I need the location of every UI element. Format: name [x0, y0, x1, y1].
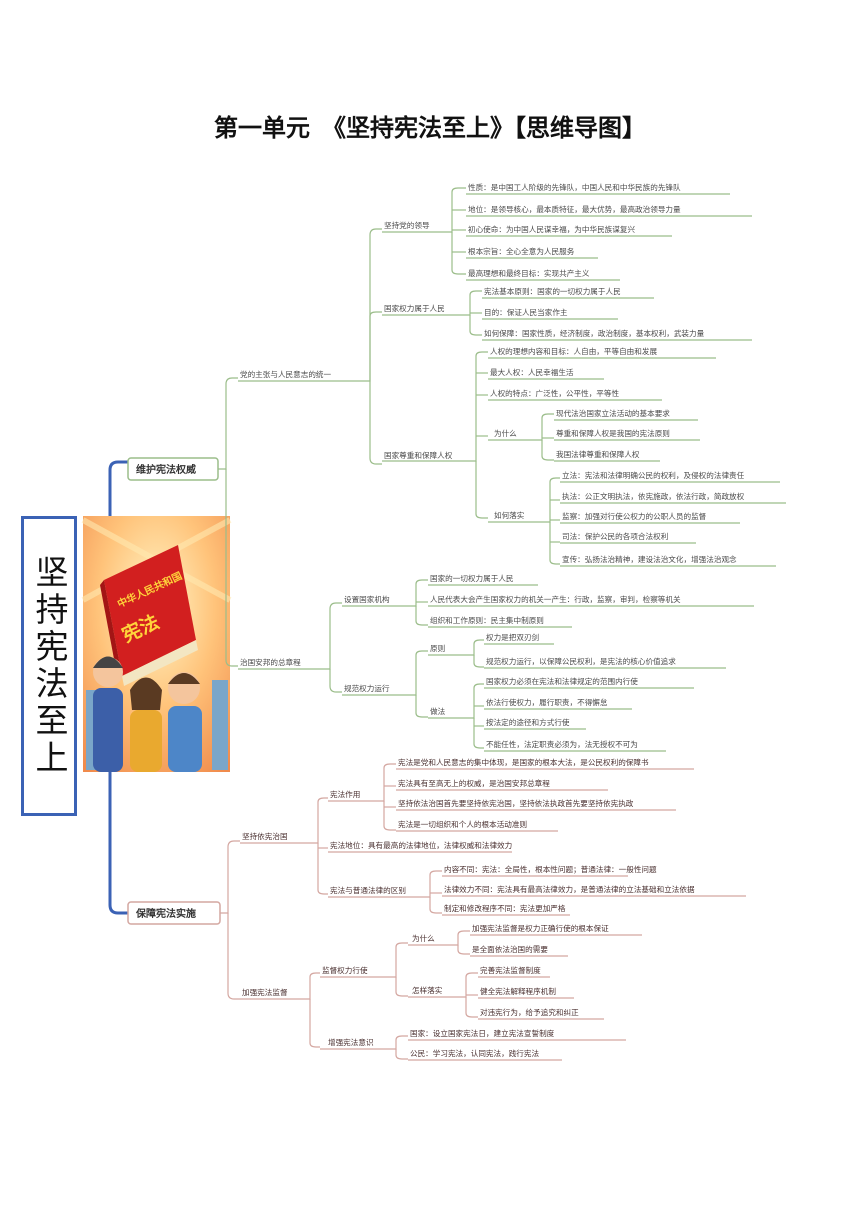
- leaf-text: 最大人权：人民幸福生活: [490, 367, 574, 377]
- node-supervise-power: 监督权力行使: [322, 965, 368, 975]
- node-state-organs: 设置国家机构: [344, 594, 390, 604]
- root-label: 坚持宪法至上: [30, 555, 69, 777]
- node-why: 为什么: [494, 428, 517, 438]
- node-why: 为什么: [412, 933, 435, 943]
- node-rule-by-constitution: 坚持依宪治国: [242, 831, 288, 841]
- leaf-text: 制定和修改程序不同：宪法更加严格: [444, 903, 566, 913]
- leaf-text: 地位：是领导核心，最本质特征，最大优势，最高政治领导力量: [468, 204, 681, 214]
- leaf-text: 人权的理想内容和目标：人自由，平等自由和发展: [490, 346, 657, 356]
- leaf-text: 尊重和保障人权是我国的宪法原则: [556, 428, 670, 438]
- leaf-text: 现代法治国家立法活动的基本要求: [556, 408, 670, 418]
- node-awareness: 增强宪法意识: [328, 1037, 374, 1047]
- node-regulate-power: 规范权力运行: [344, 683, 390, 693]
- leaf-text: 人权的特点：广泛性，公平性，平等性: [490, 388, 619, 398]
- leaf-text: 目的：保证人民当家作主: [484, 307, 568, 317]
- leaf-text: 人民代表大会产生国家权力的机关一产生：行政，监察，审判，检察等机关: [430, 594, 681, 604]
- leaf-text: 组织和工作原则：民主集中制原则: [430, 615, 544, 625]
- bottom-connectors: [220, 763, 746, 1061]
- leaf-text: 宣传：弘扬法治精神，建设法治文化，增强法治观念: [562, 554, 737, 564]
- node-power-to-people: 国家权力属于人民: [384, 303, 445, 313]
- node-method: 做法: [430, 706, 446, 716]
- branch-bottom-label: 保障宪法实施: [135, 907, 196, 920]
- root-node: 坚持宪法至上: [21, 516, 77, 816]
- leaf-text: 如何保障：国家性质，经济制度，政治制度，基本权利，武装力量: [484, 328, 705, 338]
- node-how: 如何落实: [494, 510, 525, 520]
- leaf-text: 内容不同：宪法：全局性，根本性问题；普通法律：一般性问题: [444, 864, 657, 874]
- node-constitution-role: 宪法作用: [330, 789, 360, 799]
- node-general-charter: 治国安邦的总章程: [240, 657, 301, 667]
- branch-top-node: 维护宪法权威: [127, 457, 219, 481]
- leaf-text: 宪法基本原则：国家的一切权力属于人民: [484, 286, 621, 296]
- leaf-text: 权力是把双刃剑: [486, 632, 539, 642]
- node-difference: 宪法与普通法律的区别: [330, 885, 406, 895]
- leaf-text: 根本宗旨：全心全意为人民服务: [468, 246, 575, 256]
- leaf-text: 宪法是党和人民意志的集中体现，是国家的根本大法，是公民权利的保障书: [398, 757, 649, 767]
- leaf-text: 加强宪法监督是权力正确行使的根本保证: [472, 923, 609, 933]
- node-party-people-unity: 党的主张与人民意志的统一: [240, 369, 332, 379]
- leaf-text: 健全宪法解释程序机制: [480, 986, 556, 996]
- node-principle: 原则: [430, 644, 445, 653]
- leaf-text: 是全面依法治国的需要: [472, 944, 548, 954]
- leaf-text: 不能任性，法定职责必须为，法无授权不可为: [486, 739, 638, 749]
- bottom-labels: 坚持依宪治国 宪法作用 宪法是党和人民意志的集中体现，是国家的根本大法，是公民权…: [242, 757, 695, 1058]
- leaf-text: 国家的一切权力属于人民: [430, 573, 514, 583]
- branch-bottom-node: 保障宪法实施: [127, 901, 221, 925]
- node-human-rights: 国家尊重和保障人权: [384, 450, 453, 460]
- leaf-text: 国家权力必须在宪法和法律规定的范围内行使: [486, 676, 638, 686]
- leaf-text: 对违宪行为，给予追究和纠正: [480, 1007, 579, 1017]
- leaf-text: 初心使命：为中国人民谋幸福，为中华民族谋复兴: [468, 224, 635, 234]
- leaf-text: 性质：是中国工人阶级的先锋队，中国人民和中华民族的先锋队: [468, 182, 681, 192]
- leaf-text: 依法行使权力，履行职责，不得懈怠: [486, 697, 608, 707]
- leaf-text: 立法：宪法和法律明确公民的权利，及侵权的法律责任: [562, 470, 745, 480]
- top-connectors: [218, 187, 786, 752]
- leaf-text: 按法定的途径和方式行使: [486, 717, 570, 727]
- leaf-text: 执法：公正文明执法，依宪施政，依法行政，简政放权: [562, 491, 745, 501]
- leaf-text: 规范权力运行，以保障公民权利，是宪法的核心价值追求: [486, 656, 676, 666]
- node-strengthen-supervision: 加强宪法监督: [242, 987, 288, 997]
- branch-top-label: 维护宪法权威: [136, 463, 196, 476]
- leaf-text: 宪法地位：具有最高的法律地位，法律权威和法律效力: [330, 840, 512, 850]
- leaf-text: 宪法是一切组织和个人的根本活动准则: [398, 819, 527, 829]
- illustration: 中华人民共和国 宪法: [81, 516, 232, 772]
- leaf-text: 法律效力不同：宪法具有最高法律效力，是普通法律的立法基础和立法依据: [444, 884, 695, 894]
- node-how: 怎样落实: [412, 985, 443, 995]
- leaf-text: 坚持依法治国首先要坚持依宪治国，坚持依法执政首先要坚持依宪执政: [398, 798, 634, 808]
- top-labels: 党的主张与人民意志的统一 坚持党的领导 国家权力属于人民 国家尊重和保障人权 性…: [240, 182, 745, 749]
- leaf-text: 我国法律尊重和保障人权: [556, 449, 640, 459]
- node-party-leadership: 坚持党的领导: [384, 220, 430, 230]
- leaf-text: 最高理想和最终目标：实现共产主义: [468, 268, 590, 278]
- leaf-text: 宪法具有至高无上的权威，是治国安邦总章程: [398, 778, 550, 788]
- leaf-text: 公民：学习宪法，认同宪法，践行宪法: [410, 1048, 539, 1058]
- page-title: 第一单元 《坚持宪法至上》【思维导图】: [214, 114, 646, 142]
- leaf-text: 完善宪法监督制度: [480, 965, 541, 975]
- leaf-text: 监察：加强对行使公权力的公职人员的监督: [562, 511, 707, 521]
- leaf-text: 国家：设立国家宪法日，建立宪法宣誓制度: [410, 1028, 555, 1038]
- leaf-text: 司法：保护公民的各项合法权利: [562, 531, 668, 541]
